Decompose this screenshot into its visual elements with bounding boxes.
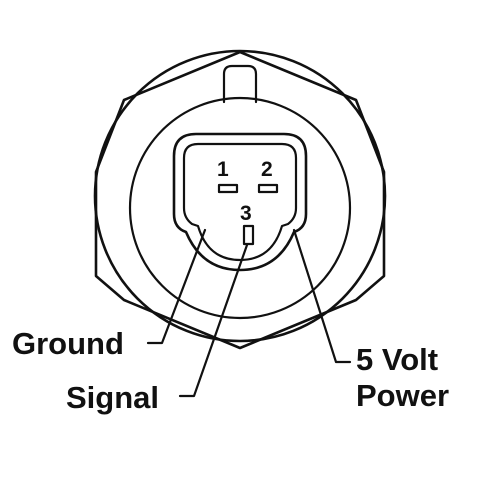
power-leader-line (292, 228, 352, 364)
pin-2-contact (257, 183, 279, 194)
connector-housing-outer (172, 132, 308, 272)
pin-1-contact (217, 183, 239, 194)
power-label-line2: Power (356, 378, 449, 413)
pin-1-number: 1 (217, 158, 229, 181)
ground-label: Ground (12, 326, 124, 361)
signal-leader-line (178, 243, 249, 398)
power-label-line1: 5 Volt (356, 342, 438, 377)
signal-label: Signal (66, 380, 159, 415)
hex-nut-outline (94, 50, 386, 350)
pin-2-number: 2 (261, 158, 273, 181)
locking-tab (222, 64, 258, 104)
inner-rim-circle (128, 96, 352, 320)
outer-rim-circle (93, 49, 387, 343)
ground-leader-line (146, 228, 207, 345)
connector-housing-inner (182, 142, 298, 262)
pin-3-number: 3 (240, 202, 252, 225)
pin-3-contact (242, 224, 255, 246)
